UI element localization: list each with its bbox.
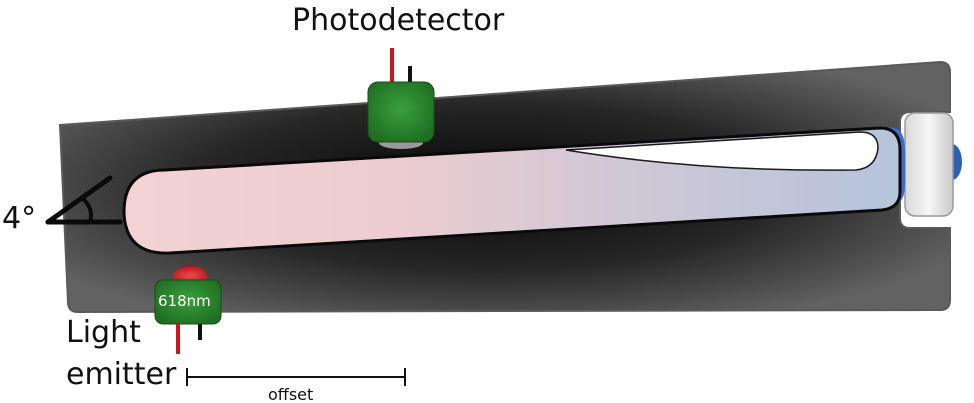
wavelength-label: 618nm	[158, 292, 211, 310]
air-bubble	[565, 131, 879, 171]
offset-label: offset	[268, 385, 313, 403]
light-emitter-label-line1: Light	[66, 315, 141, 350]
angle-label: 4°	[2, 201, 36, 236]
angle-icon	[45, 175, 123, 225]
offset-dimension-icon	[186, 368, 406, 386]
light-emitter-label-line2: emitter	[66, 357, 177, 392]
photodetector-icon	[367, 48, 435, 149]
led-icon	[154, 266, 222, 354]
photodetector-label: Photodetector	[292, 3, 505, 38]
